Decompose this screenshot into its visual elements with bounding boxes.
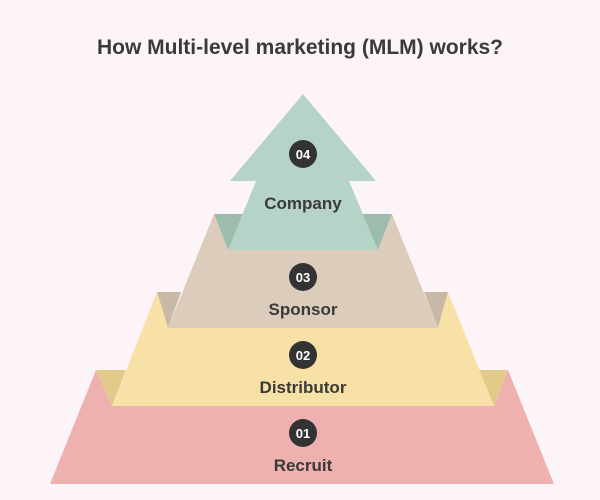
sponsor-band-right	[378, 214, 438, 328]
recruit-shade-left	[96, 370, 126, 406]
company-number: 04	[296, 147, 311, 162]
sponsor-label: Sponsor	[269, 300, 338, 319]
level-sponsor: 03 Sponsor	[168, 214, 438, 328]
distributor-number-badge	[289, 341, 317, 369]
distributor-shade-right	[424, 292, 448, 328]
recruit-shade-right	[478, 370, 508, 406]
distributor-number: 02	[296, 348, 310, 363]
level-recruit: 01 Recruit	[50, 370, 554, 484]
distributor-band-left	[112, 292, 168, 406]
recruit-band-top	[50, 370, 112, 484]
sponsor-band-left	[168, 214, 228, 328]
company-label: Company	[264, 194, 342, 213]
level-distributor: 02 Distributor	[112, 292, 494, 406]
distributor-label: Distributor	[260, 378, 347, 397]
sponsor-number-badge	[289, 263, 317, 291]
recruit-number: 01	[296, 426, 310, 441]
recruit-number-badge	[289, 419, 317, 447]
sponsor-shade-right	[362, 214, 392, 250]
sponsor-number: 03	[296, 270, 310, 285]
diagram-title: How Multi-level marketing (MLM) works?	[96, 36, 504, 59]
recruit-band-top-right	[494, 370, 554, 484]
level-company: 04 Company	[228, 94, 378, 250]
distributor-shade-left	[157, 292, 181, 328]
company-arrow	[228, 94, 378, 250]
distributor-band-right	[438, 292, 494, 406]
recruit-label: Recruit	[274, 456, 333, 475]
company-number-badge	[289, 140, 317, 168]
sponsor-shade-left	[214, 214, 244, 250]
